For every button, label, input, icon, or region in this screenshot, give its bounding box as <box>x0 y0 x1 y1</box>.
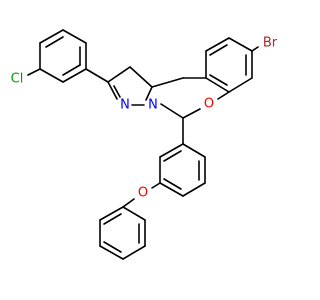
atom-cl-label: Cl <box>11 72 24 87</box>
bond <box>182 143 206 158</box>
atom-br-label: Br <box>263 36 278 51</box>
bond <box>62 29 87 44</box>
bond <box>151 77 184 88</box>
bond <box>159 182 184 197</box>
bond <box>182 182 206 197</box>
bond <box>163 150 182 162</box>
bond <box>163 178 182 190</box>
bond <box>209 44 228 56</box>
bond <box>62 68 87 83</box>
bond <box>205 77 230 93</box>
atom-n-imine-label: N <box>120 98 130 113</box>
atom-n-ring-label: N <box>148 98 158 113</box>
bond <box>62 64 81 76</box>
bond <box>99 206 124 221</box>
bond <box>122 206 146 221</box>
bond <box>228 37 253 52</box>
bond <box>160 103 184 119</box>
bond <box>228 77 253 93</box>
bond <box>113 85 121 98</box>
bond <box>209 74 228 86</box>
atom-o-ring-label: O <box>204 97 214 112</box>
bond <box>182 108 201 119</box>
bond <box>39 29 64 44</box>
bond <box>217 91 230 100</box>
bond <box>129 66 153 88</box>
bond <box>107 81 118 100</box>
bond <box>159 143 184 158</box>
bond <box>27 68 41 76</box>
bond <box>107 66 131 83</box>
bond <box>85 68 109 83</box>
bond <box>99 245 124 260</box>
bond <box>205 37 230 52</box>
bond <box>122 198 135 208</box>
bond <box>103 213 122 225</box>
bond <box>151 182 161 189</box>
atom-o-ether-label: O <box>138 186 148 201</box>
bond <box>103 241 122 253</box>
bond <box>45 36 64 48</box>
bond <box>122 245 146 260</box>
bond <box>251 46 259 52</box>
bond-layer <box>27 29 259 260</box>
bond <box>39 68 64 83</box>
bond <box>145 86 153 101</box>
